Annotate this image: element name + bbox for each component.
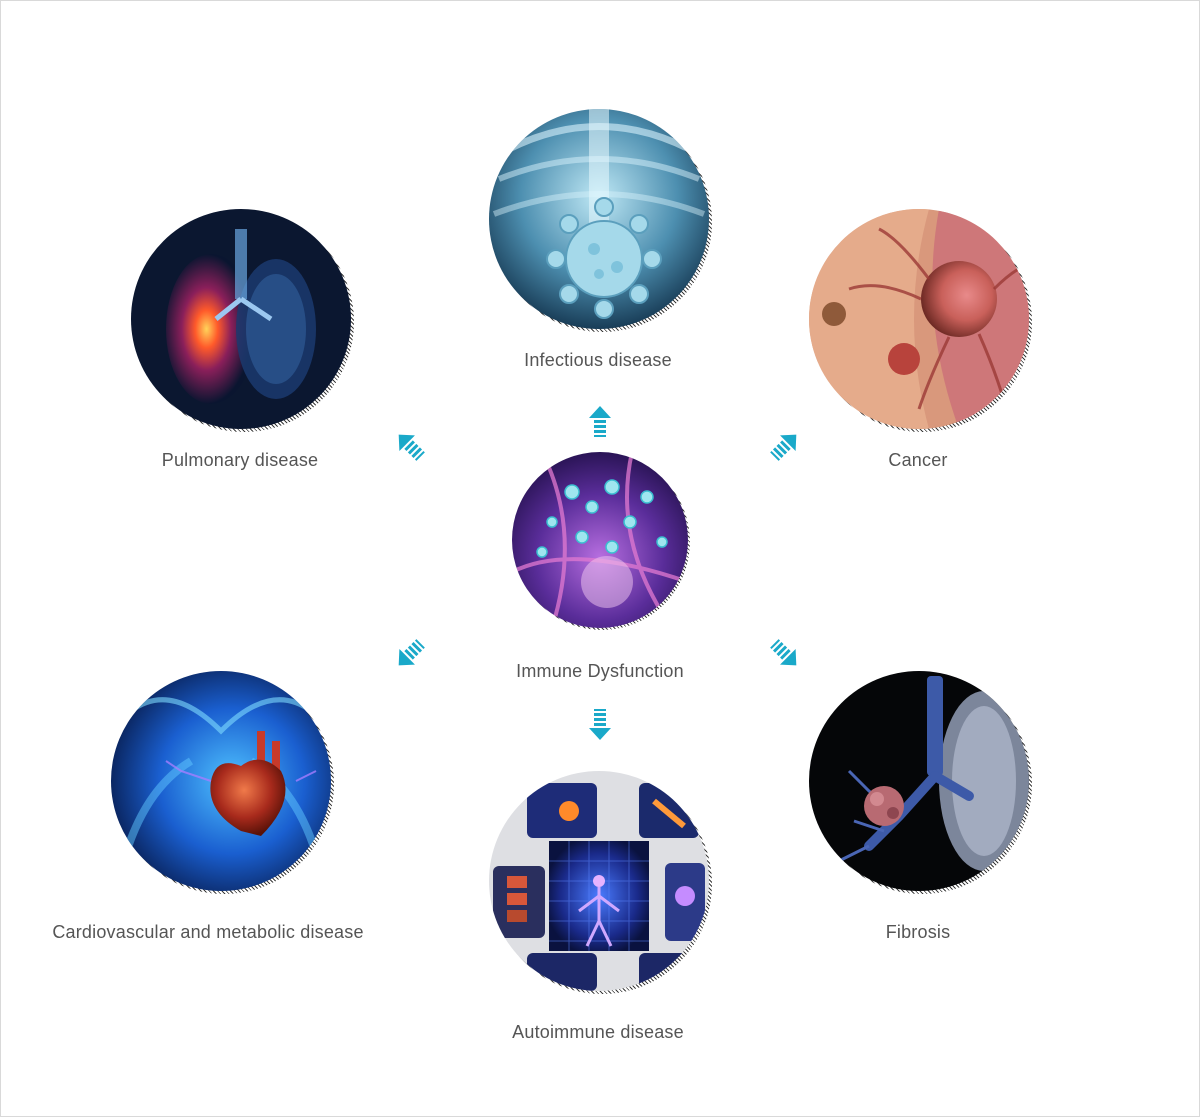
fibrosis-label: Fibrosis xyxy=(885,922,951,942)
cancer-image xyxy=(809,209,1032,432)
arrow-down-right-icon xyxy=(770,639,797,666)
arrow-up-right-icon xyxy=(770,434,797,461)
autoimmune-disease-label: Autoimmune disease xyxy=(512,1022,684,1042)
cardiovascular-disease-image xyxy=(111,671,334,894)
arrow-up-icon xyxy=(589,406,611,437)
infectious-disease-image xyxy=(489,109,712,332)
cancer-label: Cancer xyxy=(888,450,948,470)
arrow-down-icon xyxy=(589,709,611,740)
pulmonary-disease-label: Pulmonary disease xyxy=(161,450,319,470)
immune-dysfunction-label: Immune Dysfunction xyxy=(516,661,684,681)
immune-dysfunction-image xyxy=(512,452,690,630)
cardiovascular-disease-label: Cardiovascular and metabolic disease xyxy=(52,922,364,942)
pulmonary-disease-image xyxy=(131,209,354,432)
autoimmune-disease-image xyxy=(489,771,712,994)
fibrosis-image xyxy=(809,671,1032,894)
arrow-down-left-icon xyxy=(398,639,425,666)
infectious-disease-label: Infectious disease xyxy=(524,350,672,370)
arrow-up-left-icon xyxy=(398,434,425,461)
